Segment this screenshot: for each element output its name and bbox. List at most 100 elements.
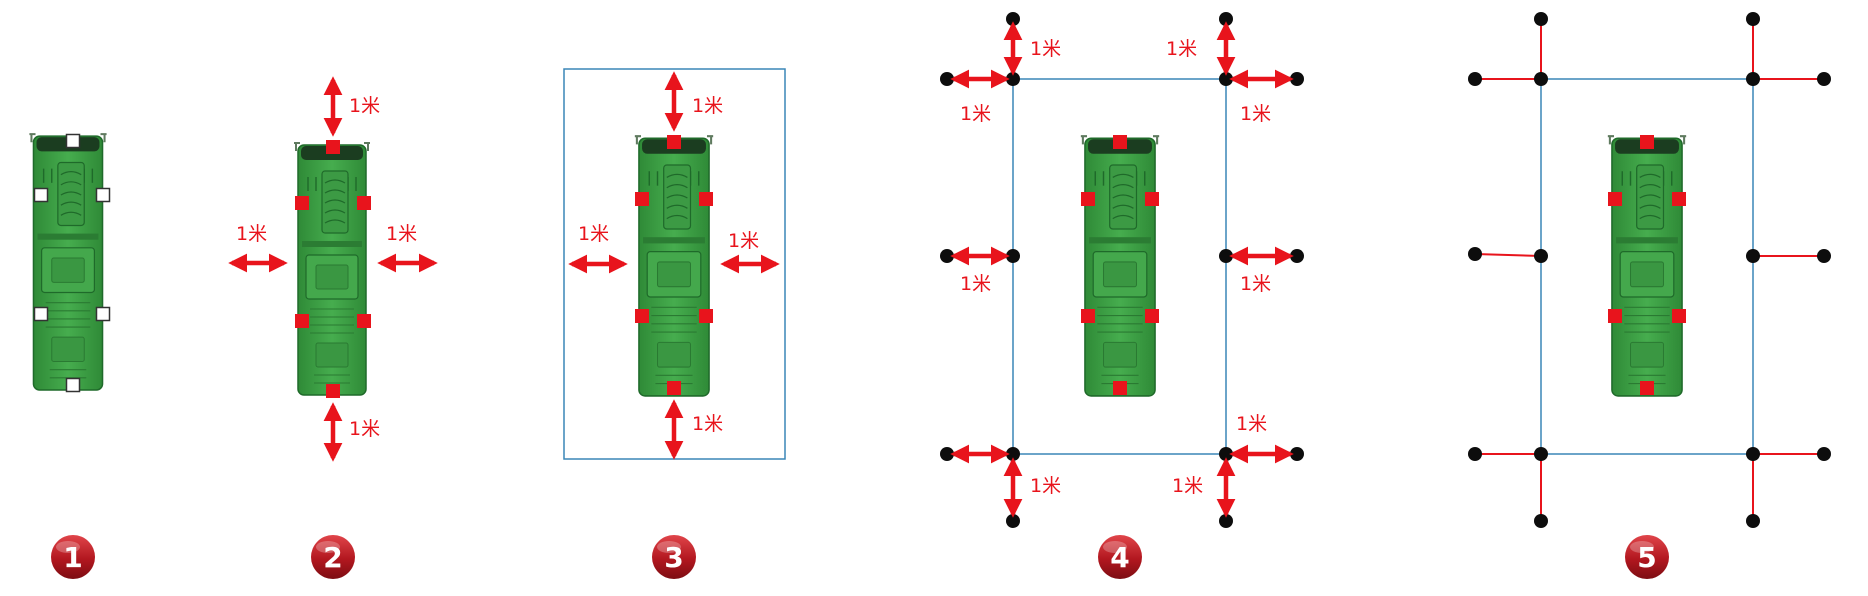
corner-node-2: [1219, 72, 1233, 86]
selection-handle-2: [33, 187, 49, 203]
selection-handle-1: [65, 133, 81, 149]
offset-node-3: [940, 72, 954, 86]
anchor-marker-5: [1145, 309, 1159, 323]
anchor-marker-1: [1640, 135, 1654, 149]
corner-node-1: [1534, 72, 1548, 86]
step-badge-circle: [311, 535, 355, 579]
truck-step-5: [1606, 135, 1688, 398]
offset-node-7: [940, 447, 954, 461]
step-badge-circle: [1625, 535, 1669, 579]
step-number: 3: [664, 541, 683, 574]
step-badge-2: 2: [311, 535, 355, 579]
label-left: 1米: [236, 223, 267, 245]
corner-node-4: [1219, 249, 1233, 263]
selection-handle-3: [95, 187, 111, 203]
label-right: 1米: [728, 230, 759, 252]
anchor-marker-1: [1113, 135, 1127, 149]
step-badge-1: 1: [51, 535, 95, 579]
corner-node-5: [1534, 447, 1548, 461]
offset-node-8: [1290, 447, 1304, 461]
offset-node-9: [1006, 514, 1020, 528]
anchor-marker-2: [1081, 192, 1095, 206]
step-number: 2: [323, 541, 342, 574]
step-badge-4: 4: [1098, 535, 1142, 579]
offset-node-10: [1219, 514, 1233, 528]
selection-handle-6: [65, 377, 81, 393]
step-badge-3: 3: [652, 535, 696, 579]
step-badge-gloss: [657, 541, 681, 553]
offset-node-3: [1468, 72, 1482, 86]
label-right-middle: 1米: [1240, 273, 1271, 295]
label-bottom-right: 1米: [1172, 475, 1203, 497]
anchor-marker-6: [667, 381, 681, 395]
label-bottom: 1米: [692, 413, 723, 435]
offset-rectangle: [1540, 78, 1754, 455]
anchor-marker-5: [1672, 309, 1686, 323]
step-number: 5: [1637, 541, 1656, 574]
label-right: 1米: [386, 223, 417, 245]
offset-node-6: [1817, 249, 1831, 263]
anchor-marker-3: [357, 196, 371, 210]
step-badge-gloss: [1630, 541, 1654, 553]
anchor-marker-2: [635, 192, 649, 206]
offset-node-6: [1290, 249, 1304, 263]
anchor-marker-6: [326, 384, 340, 398]
truck-step-2: [292, 141, 372, 397]
anchor-marker-2: [295, 196, 309, 210]
offset-node-4: [1290, 72, 1304, 86]
anchor-marker-3: [1145, 192, 1159, 206]
offset-node-2: [1219, 12, 1233, 26]
corner-node-6: [1219, 447, 1233, 461]
truck-step-3: [633, 135, 715, 397]
anchor-marker-5: [699, 309, 713, 323]
corner-node-4: [1746, 249, 1760, 263]
label-bottom-left: 1米: [1030, 475, 1061, 497]
anchor-marker-4: [295, 314, 309, 328]
step-badge-5: 5: [1625, 535, 1669, 579]
label-bottom: 1米: [349, 418, 380, 440]
offset-node-9: [1534, 514, 1548, 528]
step-badge-gloss: [316, 541, 340, 553]
corner-node-3: [1534, 249, 1548, 263]
label-top-left: 1米: [1030, 38, 1061, 60]
selection-handle-5: [95, 306, 111, 322]
label-top: 1米: [349, 95, 380, 117]
anchor-marker-3: [699, 192, 713, 206]
anchor-marker-6: [1640, 381, 1654, 395]
step-badge-circle: [1098, 535, 1142, 579]
offset-node-1: [1006, 12, 1020, 26]
label-left-top: 1米: [960, 103, 991, 125]
anchor-marker-3: [1672, 192, 1686, 206]
truck-step-1: [28, 133, 108, 392]
anchor-marker-4: [1608, 309, 1622, 323]
step-badge-gloss: [1103, 541, 1127, 553]
step-badge-circle: [51, 535, 95, 579]
step-number: 4: [1110, 541, 1129, 574]
corner-node-5: [1006, 447, 1020, 461]
truck-step-4: [1079, 135, 1161, 398]
corner-node-1: [1006, 72, 1020, 86]
corner-node-6: [1746, 447, 1760, 461]
offset-node-5: [940, 249, 954, 263]
label-left: 1米: [578, 223, 609, 245]
label-right-bottom: 1米: [1236, 413, 1267, 435]
step-badge-gloss: [56, 541, 80, 553]
label-right-top: 1米: [1240, 103, 1271, 125]
anchor-marker-2: [1608, 192, 1622, 206]
anchor-marker-4: [1081, 309, 1095, 323]
selection-handle-4: [33, 306, 49, 322]
offset-node-4: [1817, 72, 1831, 86]
step-badge-circle: [652, 535, 696, 579]
offset-node-2: [1746, 12, 1760, 26]
anchor-marker-4: [635, 309, 649, 323]
offset-node-5: [1468, 247, 1482, 261]
anchor-marker-5: [357, 314, 371, 328]
offset-node-7: [1468, 447, 1482, 461]
corner-node-3: [1006, 249, 1020, 263]
connector-line-5: [1474, 253, 1542, 257]
step-number: 1: [63, 541, 82, 574]
anchor-marker-1: [667, 135, 681, 149]
offset-node-1: [1534, 12, 1548, 26]
